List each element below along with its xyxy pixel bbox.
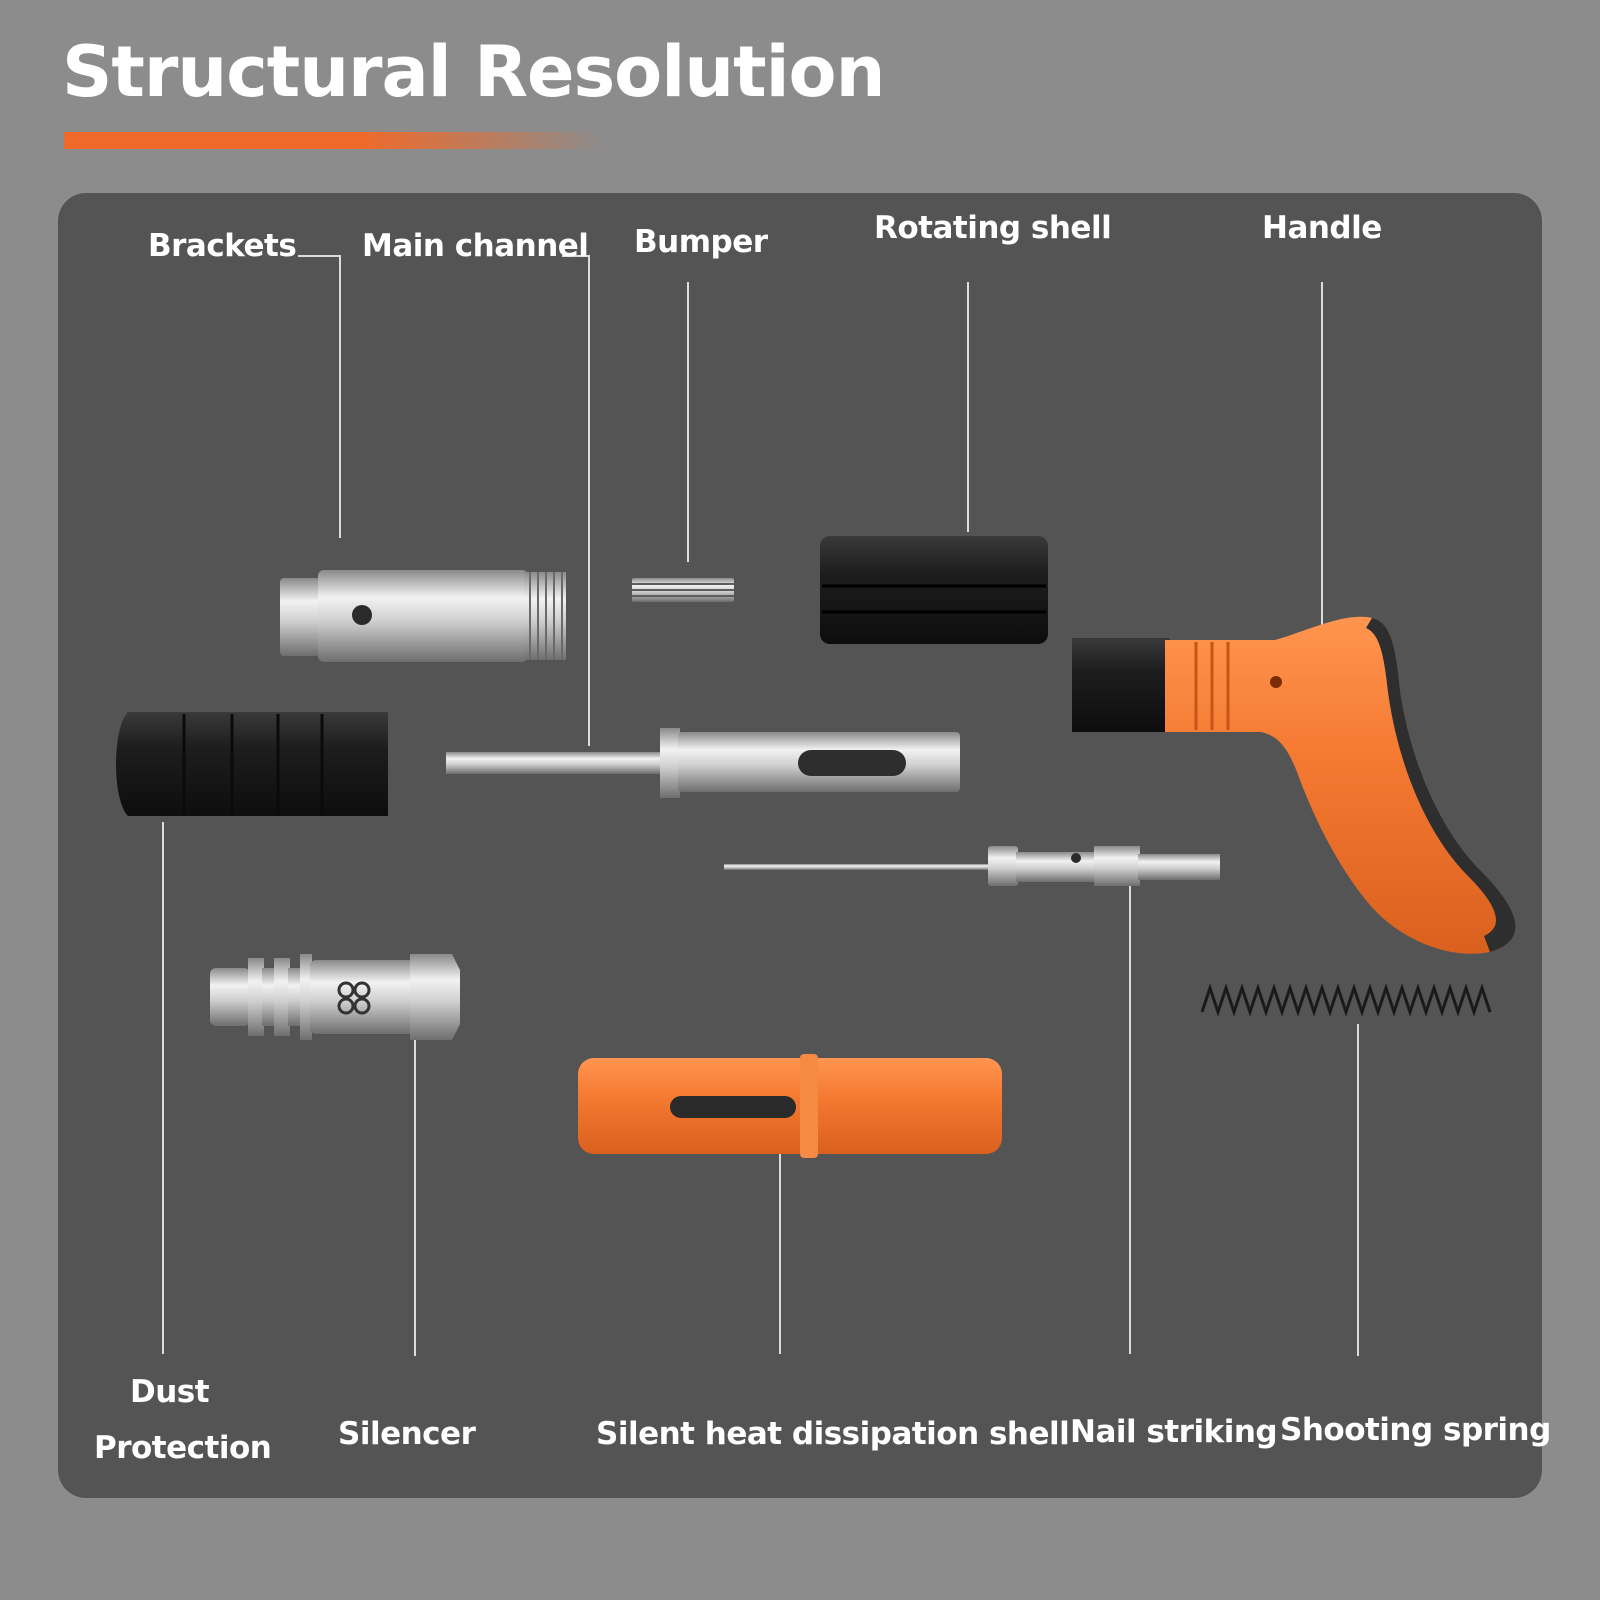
page-title: Structural Resolution	[62, 31, 885, 113]
silent-heat-shell-part	[578, 1054, 1002, 1158]
label-silent-heat-shell: Silent heat dissipation shell	[596, 1416, 1070, 1452]
main-channel-part	[446, 728, 960, 798]
bumper-part	[632, 578, 734, 602]
dust-protection-part	[116, 712, 388, 816]
rotating-shell-part	[820, 536, 1048, 644]
nail-striking-part	[724, 846, 1220, 886]
leader-line-main-channel	[562, 255, 590, 746]
diagram-panel	[58, 193, 1542, 1498]
label-silencer: Silencer	[338, 1416, 476, 1452]
label-brackets: Brackets	[148, 228, 297, 264]
silencer-part	[210, 954, 460, 1040]
brackets-part	[280, 570, 566, 662]
label-dust-protection-line1: Dust	[130, 1374, 210, 1410]
shooting-spring-part	[1200, 983, 1492, 1017]
label-nail-striking: Nail striking	[1070, 1414, 1278, 1450]
label-main-channel: Main channel	[362, 228, 589, 264]
label-shooting-spring: Shooting spring	[1280, 1412, 1551, 1448]
leader-lines	[162, 255, 1359, 1356]
leader-line-brackets	[298, 255, 341, 538]
title-underline	[64, 132, 604, 149]
label-dust-protection-line2: Protection	[94, 1430, 272, 1466]
handle-part	[1072, 616, 1516, 954]
label-rotating-shell: Rotating shell	[874, 210, 1112, 246]
label-handle: Handle	[1262, 210, 1382, 246]
label-bumper: Bumper	[634, 224, 768, 260]
